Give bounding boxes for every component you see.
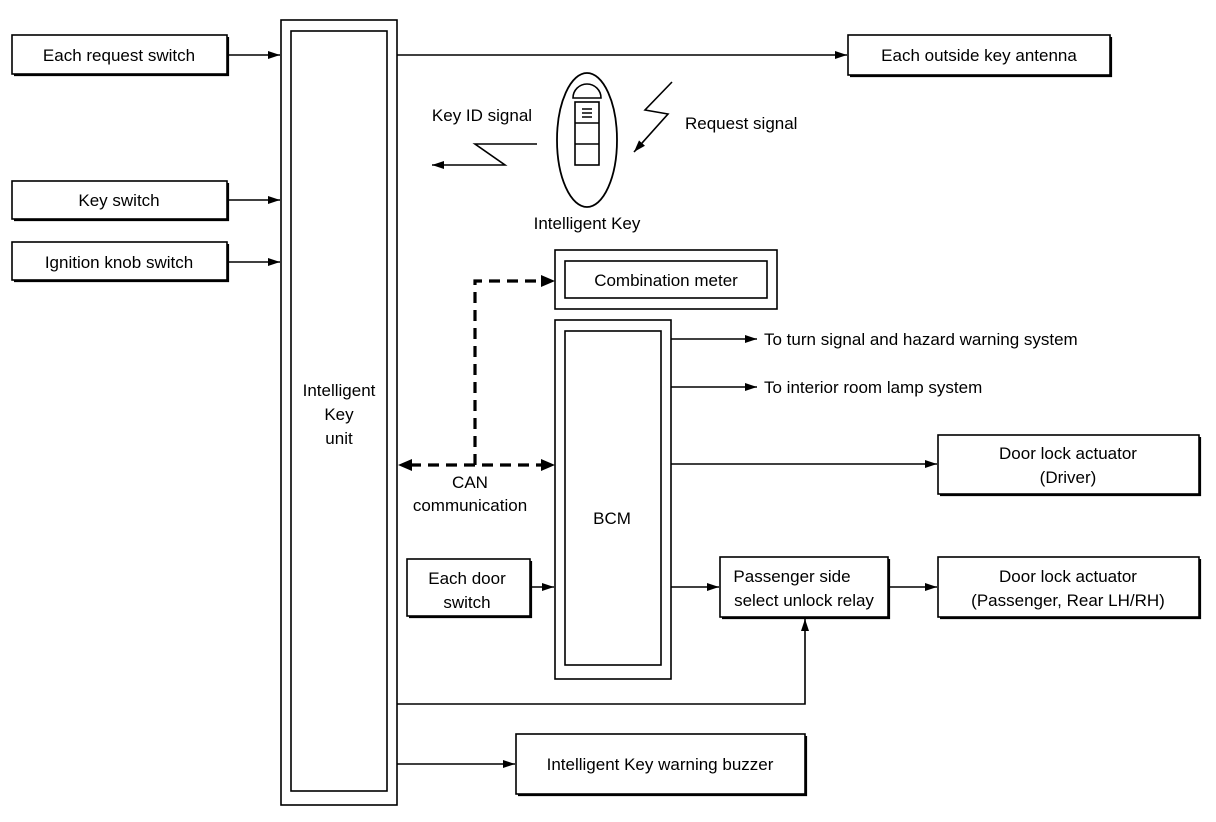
each-door-switch-box: Each door switch [406,558,533,619]
key-id-signal-label: Key ID signal [432,106,532,125]
request-switch-label: Each request switch [43,46,195,65]
key-switch-label: Key switch [78,191,159,210]
key-id-signal-arrow [432,143,537,169]
ik-unit-label-1: Intelligent [303,381,376,400]
interior-lamp-label: To interior room lamp system [764,378,982,397]
relay-label-2: select unlock relay [734,591,874,610]
relay-label-1: Passenger side [733,567,850,586]
door-switch-label-2: switch [443,593,490,612]
bcm-box: BCM [554,319,672,680]
passenger-actuator-label-2: (Passenger, Rear LH/RH) [971,591,1165,610]
driver-actuator-label-1: Door lock actuator [999,444,1137,463]
door-switch-label-1: Each door [428,569,506,588]
turn-signal-label: To turn signal and hazard warning system [764,330,1078,349]
request-switch-box: Each request switch [11,34,230,77]
driver-actuator-label-2: (Driver) [1040,468,1097,487]
ik-unit-label-3: unit [325,429,353,448]
request-signal-label: Request signal [685,114,797,133]
outside-key-antenna-box: Each outside key antenna [847,34,1113,78]
intelligent-key-fob-icon [556,72,618,208]
warning-buzzer-label: Intelligent Key warning buzzer [547,755,774,774]
passenger-unlock-relay-box: Passenger side select unlock relay [719,556,891,620]
door-lock-actuator-driver-box: Door lock actuator (Driver) [937,434,1202,497]
key-switch-box: Key switch [11,180,230,222]
can-label-1: CAN [452,473,488,492]
ik-unit-label-2: Key [324,405,354,424]
passenger-actuator-label-1: Door lock actuator [999,567,1137,586]
intelligent-key-unit: Intelligent Key unit [280,19,398,806]
ignition-knob-switch-label: Ignition knob switch [45,253,193,272]
request-signal-arrow [633,81,673,153]
intelligent-key-label: Intelligent Key [534,214,641,233]
bcm-label: BCM [593,509,631,528]
can-label-2: communication [413,496,527,515]
ignition-knob-switch-box: Ignition knob switch [11,241,230,283]
can-communication-lines [398,275,555,471]
door-lock-actuator-passenger-box: Door lock actuator (Passenger, Rear LH/R… [937,556,1202,620]
combination-meter-label: Combination meter [594,271,738,290]
warning-buzzer-box: Intelligent Key warning buzzer [515,733,808,797]
ik-unit-to-relay-line [397,619,809,705]
outside-key-antenna-label: Each outside key antenna [881,46,1077,65]
combination-meter-box: Combination meter [554,249,778,310]
